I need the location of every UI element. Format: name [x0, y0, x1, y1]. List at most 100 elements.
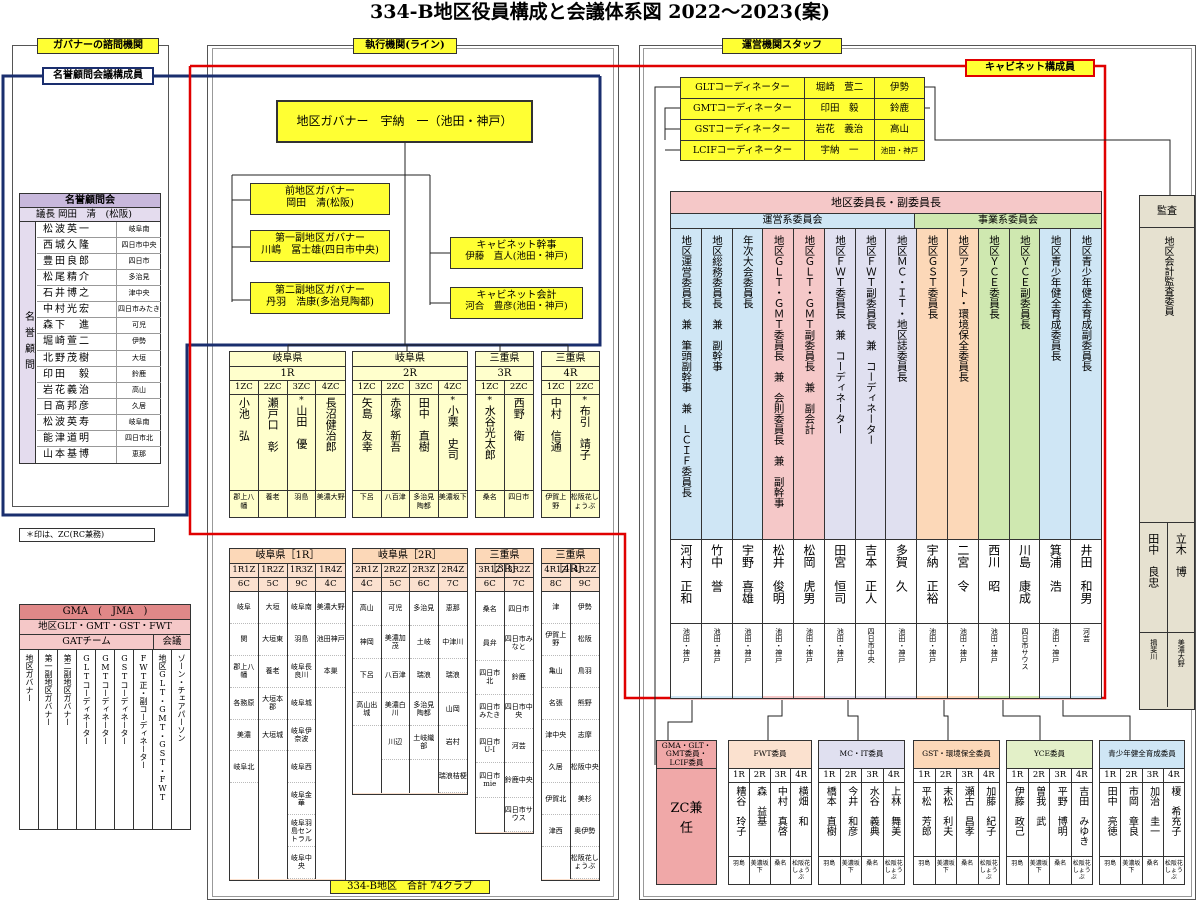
committee-role-cell: 地区ＦＷＴ副委員長 兼 コーディネーター	[855, 229, 886, 540]
honorary-advisors-box: 名誉顧問会 議長 岡田 清 (松阪) 名誉顧問 松波英一岐阜南西城久隆四日市中央…	[19, 193, 161, 464]
committee-role-cell: 地区ＦＷＴ委員長 兼 コーディネーター	[824, 229, 855, 540]
committee-club: 池田・神戸	[682, 628, 691, 663]
club-name: 四日市U-I	[476, 729, 504, 764]
honorary-member-row: 石井博之津中央	[37, 286, 161, 303]
club-name: 四日市サウス	[504, 798, 533, 832]
honorary-member-row: 森下 進可児	[37, 318, 161, 335]
sub-name-cell: 末松 利夫	[936, 783, 957, 856]
zc-club-row: 伊賀上野松阪花しょうぶ	[542, 491, 599, 517]
sub-name-row: 平松 芳郎末松 利夫瀬古 昌孝加藤 紀子	[914, 783, 999, 857]
honorary-member-row: 日高邦彦久居	[37, 398, 161, 415]
gma-column: GSTコーディネーター	[115, 650, 134, 829]
vdg2-title: 第二副地区ガバナー	[275, 285, 365, 296]
committee-club-cell: 池田・神戸	[763, 624, 794, 696]
club-zone: 1R3Z	[288, 564, 317, 577]
gat-team-label: GATチーム	[20, 635, 154, 649]
committee-club: 四日市中央	[867, 628, 876, 663]
committee-name-cell: 松岡 虎男	[794, 540, 824, 624]
committee-name-cell: 竹中 誉	[701, 540, 732, 624]
club-name: 桑名	[476, 592, 504, 627]
sub-member-name: 森 益基	[754, 786, 766, 826]
sub-name-cell: 田中 亮徳	[1100, 783, 1122, 856]
zc-club: 伊賀上野	[542, 491, 571, 517]
committee-club: 池田・神戸	[928, 628, 937, 663]
vdg2-name: 丹羽 浩康(多治見陶都)	[266, 296, 374, 308]
committee-club-cell: 池田・神戸	[948, 624, 978, 696]
sub-committee-title: 青少年健全育成委員	[1100, 741, 1184, 769]
sub-member-club: 美濃坂下	[1029, 857, 1050, 884]
committee-column: 地区運営委員長 兼 筆頭副幹事 兼 ＬＣＩＦ委員長河村 正和池田・神戸	[671, 229, 702, 698]
zc-club: 桑名	[476, 491, 505, 517]
club-column: 岐阜関郡上八幡各務原美濃岐阜北	[230, 592, 259, 879]
committee-role: 地区ＦＷＴ副委員長 兼 コーディネーター	[864, 235, 877, 445]
committee-club-cell: 四日市サウス	[1009, 624, 1040, 696]
committee-club-cell: 池田・神戸	[978, 624, 1009, 696]
club-name: 土岐織部	[410, 726, 438, 760]
gma-role: 第二副地区ガバナー	[63, 654, 72, 726]
committee-name-cell: 宇納 正裕	[917, 540, 948, 624]
sub-r-label: 3R	[957, 769, 979, 782]
sub-r-label: 1R	[729, 769, 750, 782]
club-count: 6C	[410, 578, 439, 591]
honorary-side-label: 名誉顧問	[22, 310, 34, 375]
zc-club: 郡上八幡	[230, 491, 259, 517]
secretary-name: 伊藤 直人(池田・神戸)	[465, 250, 568, 262]
honorary-member-club: 四日市北	[125, 433, 153, 442]
club-region-title: 岐阜県［1R］	[230, 549, 345, 564]
club-name: 松阪中央	[570, 751, 599, 784]
honorary-member-name: 石井博之	[37, 286, 117, 302]
committee-club: 池田・神戸	[713, 628, 722, 663]
ops-committee-label: 運営系委員会	[671, 214, 915, 228]
committee-name: 松井 俊明	[771, 544, 786, 604]
gma-column: 地区ガバナー	[20, 650, 39, 829]
committee-name: 河村 正和	[678, 544, 693, 604]
zc-club: 多治見陶都	[410, 491, 439, 517]
committee-club: 池田・神戸	[836, 628, 845, 663]
committee-club-cell: 池田・神戸	[701, 624, 732, 696]
sub-member-club: 羽島	[1100, 857, 1122, 884]
committee-column: 地区ＭＣ・ＩＴ・地区誌委員長多賀 久池田・神戸	[886, 229, 918, 698]
zc-cell: 瀬戸口 彰	[259, 395, 288, 490]
committee-name-cell: 田宮 恒司	[824, 540, 855, 624]
zc-club: 八百津	[382, 491, 410, 517]
zc-cell: *山田 優	[288, 395, 317, 490]
club-column: 多治見土岐瑞浪多治見陶都土岐織部	[410, 592, 439, 793]
committee-club: 河芸	[1082, 628, 1091, 642]
sub-club-row: 羽島美濃坂下桑名松阪花しょうぶ	[729, 857, 811, 884]
gma-role: 地区GLT・GMT・GST・FWT	[158, 654, 167, 802]
zc-cell: *水谷光太郎	[476, 395, 505, 490]
zc-name-row: 小池 弘瀬戸口 彰*山田 優長沼健治郎	[230, 395, 345, 491]
sub-member-club: 松阪花しょうぶ	[792, 860, 811, 881]
zc-club-row: 桑名四日市	[476, 491, 533, 517]
honorary-member-name: 豊田良郎	[37, 254, 117, 270]
zc-club: 松阪花しょうぶ	[570, 493, 599, 510]
club-name: 鳥羽	[570, 656, 599, 688]
honorary-member-row: 西城久隆四日市中央	[37, 238, 161, 255]
gma-column: GMTコーディネーター	[96, 650, 115, 829]
audit-club-2: 揖斐川	[1149, 639, 1158, 660]
committee-club-cell: 池田・神戸	[671, 624, 701, 696]
sub-member-club: 桑名	[771, 857, 792, 884]
sub-member-club: 羽島	[729, 857, 750, 884]
coordinator-role: LCIFコーディネーター	[681, 141, 805, 161]
club-column: 可児美濃加茂八百津美濃白川川辺	[381, 592, 410, 793]
club-name: 各務原	[230, 688, 258, 720]
club-name: 川辺	[381, 726, 409, 760]
sub-name-row: 糟谷 玲子森 益基中村 真啓横畑 和	[729, 783, 811, 857]
zc-name: 瀬戸口 彰	[266, 397, 280, 452]
committee-columns: 地区運営委員長 兼 筆頭副幹事 兼 ＬＣＩＦ委員長河村 正和池田・神戸地区総務委…	[671, 229, 1101, 698]
club-zone: 2R4Z	[441, 565, 465, 575]
club-name: 岐阜羽島セントラル	[287, 815, 316, 847]
sub-committee-title: GST・環境保全委員	[914, 741, 999, 769]
committee-role: 地区ＧＬＴ・ＧＭＴ副委員長 兼 副会計	[803, 235, 816, 435]
club-name: 津	[542, 592, 570, 624]
